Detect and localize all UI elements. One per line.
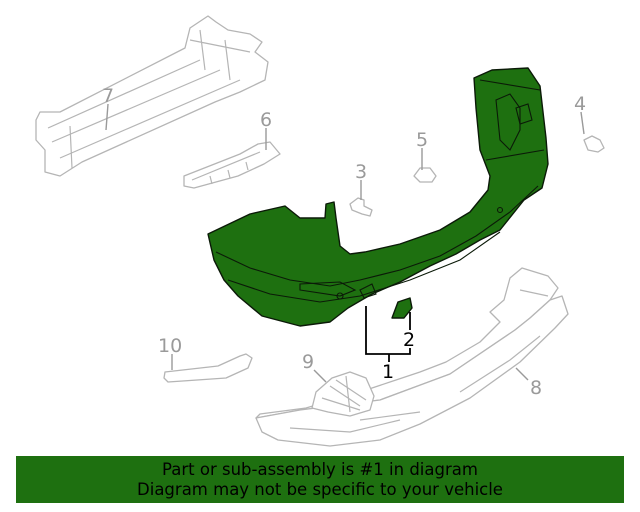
clip-part-5 [413, 167, 437, 183]
banner-line-disclaimer: Diagram may not be specific to your vehi… [137, 480, 503, 499]
reflector-trim-part [163, 353, 253, 383]
callout-leaders [105, 103, 585, 383]
callout-5: 5 [416, 129, 428, 151]
callout-2: 2 [403, 329, 415, 351]
callout-3: 3 [355, 161, 367, 183]
diagram-notice-banner: Part or sub-assembly is #1 in diagram Di… [16, 456, 624, 503]
bumper-bracket-part-2 [391, 297, 413, 319]
banner-line-part: Part or sub-assembly is #1 in diagram [162, 460, 478, 479]
reinforcement-beam-part [35, 15, 269, 177]
callout-4: 4 [574, 93, 586, 115]
screw-part-3 [349, 197, 373, 217]
callout-6: 6 [260, 109, 272, 131]
callout-1: 1 [382, 361, 394, 383]
bumper-cover-part [207, 67, 549, 327]
callout-10: 10 [158, 335, 182, 357]
callout-9: 9 [302, 351, 314, 373]
valance-bracket-part [311, 371, 375, 417]
screw-part-4 [583, 135, 605, 153]
callout-8: 8 [530, 377, 542, 399]
callout-7: 7 [102, 85, 114, 107]
bumper-bracket-part [183, 141, 281, 189]
